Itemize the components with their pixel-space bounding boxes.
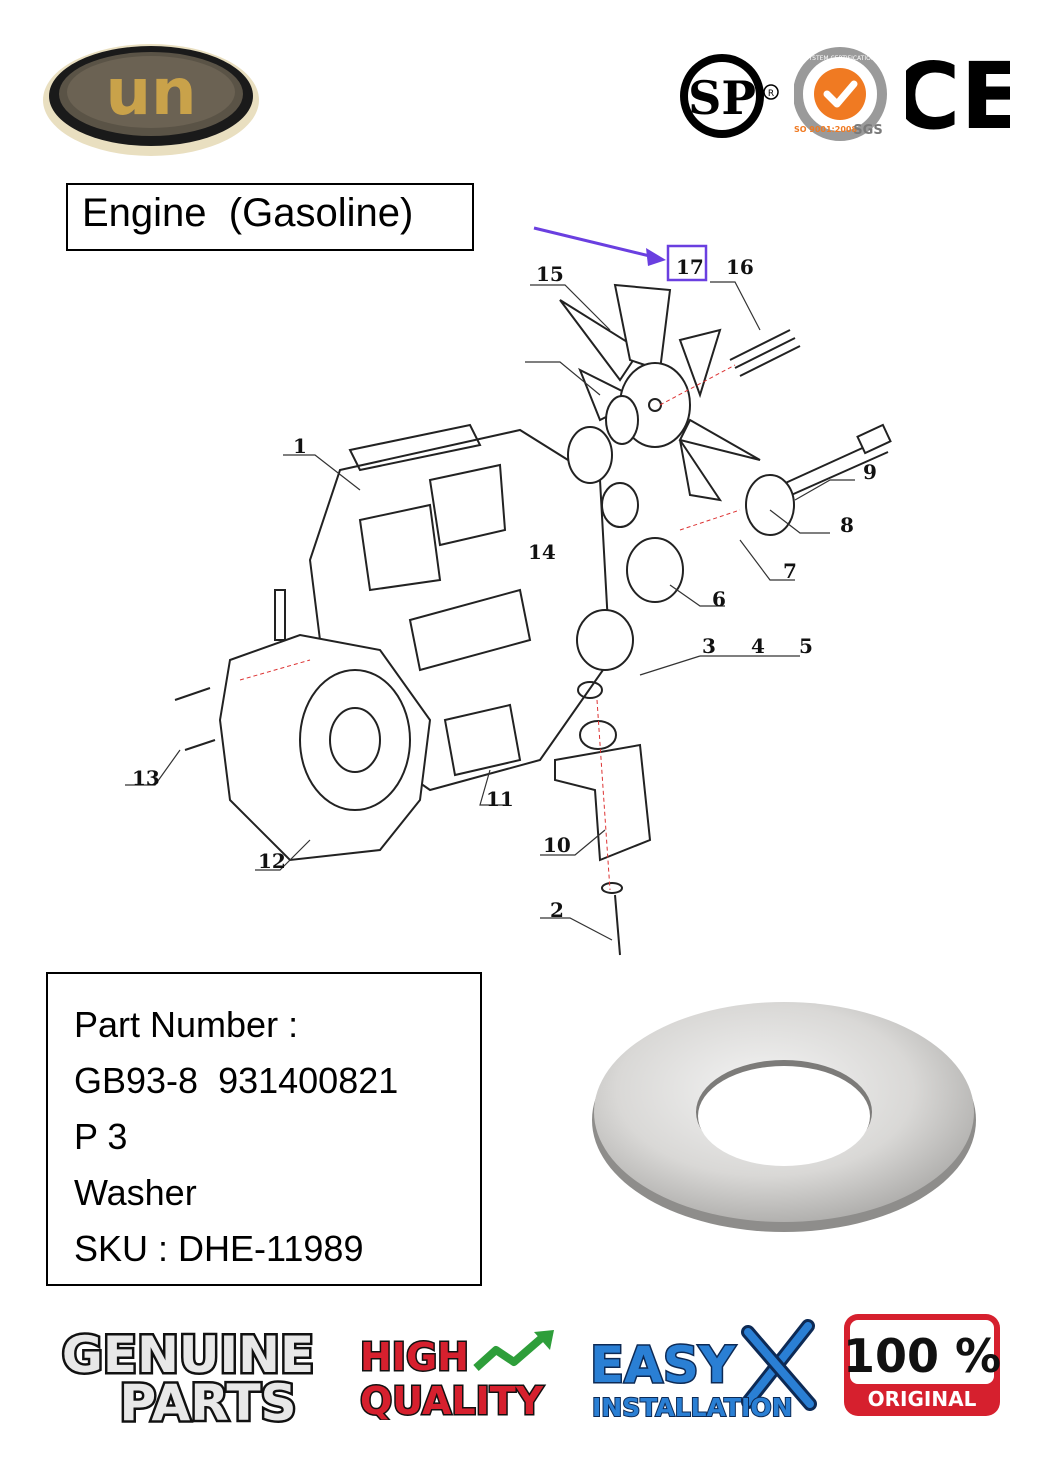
- quality-line1: HIGH: [360, 1335, 469, 1379]
- callout-8: 8: [840, 513, 854, 537]
- csa-logo-text: SP: [688, 71, 756, 125]
- callout-16: 16: [726, 255, 754, 279]
- install-line1: EASY: [590, 1336, 736, 1394]
- title-box: Engine (Gasoline): [66, 183, 474, 251]
- part-number-label: Part Number :: [74, 1004, 299, 1045]
- part-info-box: Part Number : GB93-8 931400821 P 3 Washe…: [46, 972, 482, 1286]
- part-name: Washer: [74, 1172, 197, 1213]
- part-position: P 3: [74, 1116, 128, 1157]
- callout-12: 12: [258, 849, 286, 873]
- csa-logo: SP R: [678, 50, 782, 142]
- callout-13: 13: [132, 766, 160, 790]
- callout-6: 6: [712, 587, 726, 611]
- easy-installation-badge: EASY INSTALLATION: [588, 1312, 824, 1423]
- sgs-iso-text: ISO 9001:2008: [794, 125, 857, 134]
- page-title: Engine (Gasoline): [82, 191, 414, 235]
- callout-2: 2: [550, 898, 564, 922]
- original-top-text: 100 %: [843, 1329, 1001, 1383]
- quality-line2: QUALITY: [360, 1379, 544, 1420]
- sgs-name-text: SGS: [853, 123, 882, 138]
- engine-drawing: [125, 226, 892, 956]
- callout-1: 1: [293, 434, 307, 458]
- original-badge: 100 % ORIGINAL: [842, 1312, 1002, 1418]
- callout-10: 10: [543, 833, 571, 857]
- trend-arrow-icon: [473, 1332, 547, 1371]
- callout-4: 4: [751, 634, 765, 658]
- callout-7: 7: [783, 559, 797, 583]
- sgs-top-text: SYSTEM CERTIFICATION: [805, 55, 876, 62]
- svg-text:R: R: [768, 89, 774, 99]
- sgs-iso-logo: SYSTEM CERTIFICATION ISO 9001:2008 SGS: [791, 46, 890, 142]
- genuine-line2: PARTS: [119, 1374, 296, 1426]
- callout-3: 3: [702, 634, 716, 658]
- callout-14: 14: [528, 540, 556, 564]
- genuine-line1: GENUINE: [62, 1326, 314, 1384]
- brand-logo-text: un: [105, 56, 196, 130]
- callout-5: 5: [799, 634, 813, 658]
- install-line2: INSTALLATION: [592, 1393, 793, 1422]
- brand-logo: un: [40, 38, 262, 158]
- ce-logo-text: CE: [906, 43, 1010, 140]
- callout-9: 9: [863, 460, 877, 484]
- wrench-screwdriver-icon: [741, 1319, 817, 1411]
- high-quality-badge: HIGH QUALITY: [356, 1328, 568, 1425]
- engine-diagram: 1 2 3 4 5 6 7 8 9 10 11 12 13 14 15 16 1…: [110, 220, 910, 970]
- callout-11: 11: [486, 787, 514, 811]
- highlight-box: [666, 244, 708, 282]
- part-sku: SKU : DHE-11989: [74, 1228, 364, 1269]
- callout-17: 17: [676, 255, 704, 279]
- callout-15: 15: [536, 262, 564, 286]
- original-bottom-text: ORIGINAL: [868, 1387, 977, 1411]
- ce-logo: CE: [893, 40, 1023, 150]
- washer-image: [588, 990, 980, 1240]
- part-number-value: GB93-8 931400821: [74, 1060, 399, 1101]
- genuine-parts-badge: GENUINE PARTS: [34, 1322, 342, 1435]
